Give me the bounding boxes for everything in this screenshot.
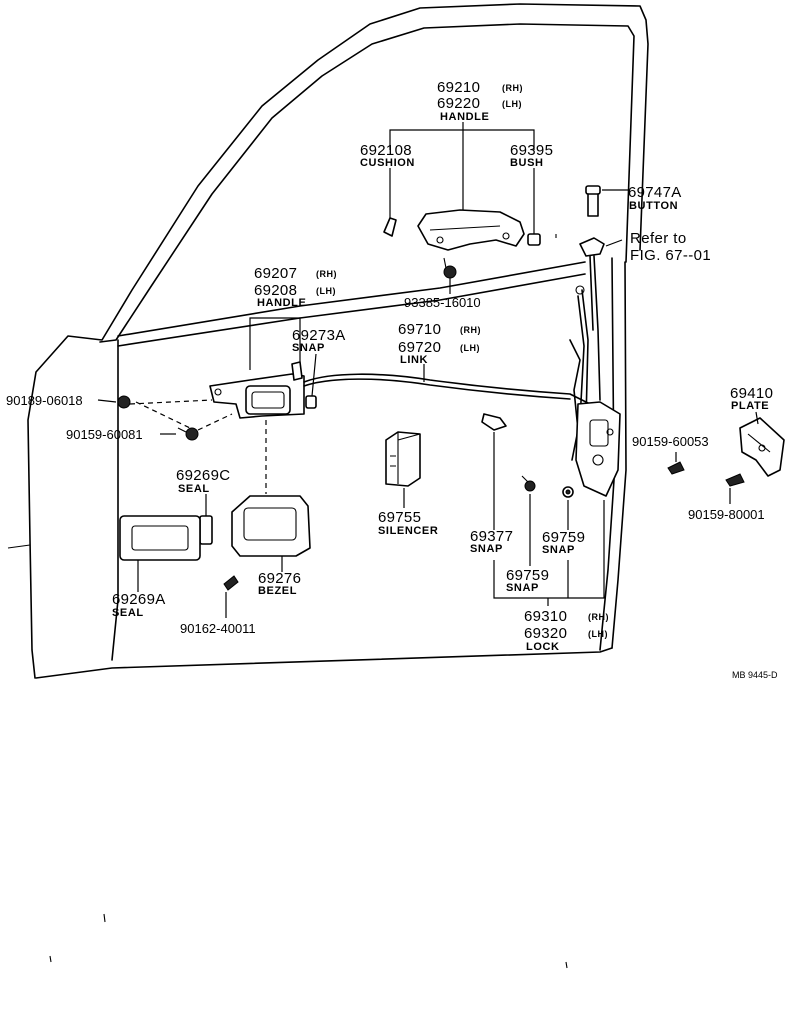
snap-69273a-leader	[311, 353, 317, 397]
outer-handle-bracket	[389, 129, 535, 150]
screw-path	[135, 401, 191, 429]
screw-90162-part	[223, 575, 239, 618]
label-snap-69377-name: SNAP	[470, 543, 503, 555]
label-inner-handle-name: HANDLE	[257, 297, 306, 309]
label-button-name: BUTTON	[629, 200, 678, 212]
label-69207-side: (RH)	[316, 269, 337, 279]
label-69220-side: (LH)	[502, 99, 522, 109]
snap-69273a-part	[305, 395, 317, 409]
label-snap-69759-a-name: SNAP	[506, 582, 539, 594]
striker-plate-part	[739, 411, 785, 477]
label-90159-80001: 90159-80001	[688, 507, 765, 522]
label-69710-side: (RH)	[460, 325, 481, 335]
label-69320-side: (LH)	[588, 629, 608, 639]
label-90159-60053: 90159-60053	[632, 434, 709, 449]
labels: 69210 (RH) 69220 (LH) HANDLE 692108 CUSH…	[6, 79, 778, 680]
label-69210-side: (RH)	[502, 83, 523, 93]
label-plate-name: PLATE	[731, 400, 769, 412]
label-69320: 69320	[524, 625, 567, 642]
seal-69269a-part	[119, 515, 201, 592]
label-69410: 69410	[730, 385, 773, 402]
inner-handle-bracket	[249, 317, 301, 370]
scan-marks	[49, 234, 568, 969]
label-69269c: 69269C	[176, 467, 230, 484]
label-69208: 69208	[254, 282, 297, 299]
door-lock-part	[569, 255, 621, 497]
label-lock-name: LOCK	[526, 641, 560, 653]
label-silencer-name: SILENCER	[378, 525, 438, 537]
snap-69377-part	[481, 413, 507, 530]
label-snap-69273a-name: SNAP	[292, 342, 325, 354]
label-692108: 692108	[360, 142, 412, 159]
snap-69759-part-b	[562, 486, 574, 530]
label-69720: 69720	[398, 339, 441, 356]
label-69759-a: 69759	[506, 567, 549, 584]
label-figure-code: MB 9445-D	[732, 670, 778, 680]
label-69310: 69310	[524, 608, 567, 625]
seal-69269c-part	[199, 494, 213, 545]
label-69276: 69276	[258, 570, 301, 587]
label-93385-16010: 93385-16010	[404, 295, 481, 310]
label-bezel-name: BEZEL	[258, 585, 297, 597]
label-90189-06018: 90189-06018	[6, 393, 83, 408]
label-refer-line1: Refer to	[630, 230, 687, 247]
label-69269a: 69269A	[112, 591, 166, 608]
label-69710: 69710	[398, 321, 441, 338]
bush-part	[527, 233, 541, 246]
screw-90189-part	[97, 395, 213, 409]
bezel-69276-part	[231, 495, 311, 572]
inner-handle-part	[209, 361, 305, 419]
outer-handle-part	[417, 209, 525, 251]
label-69207: 69207	[254, 265, 297, 282]
label-cushion-name: CUSHION	[360, 157, 415, 169]
label-90159-60081: 90159-60081	[66, 427, 143, 442]
screw-93385-part	[443, 257, 457, 279]
label-69747a: 69747A	[628, 184, 682, 201]
nut-90159-60081-part	[160, 413, 233, 441]
lock-button-part	[579, 185, 628, 257]
label-69210: 69210	[437, 79, 480, 96]
label-refer-line2: FIG. 67--01	[630, 247, 711, 264]
label-69208-side: (LH)	[316, 286, 336, 296]
cushion-part	[383, 217, 397, 237]
door-frame	[7, 3, 649, 679]
label-bush-name: BUSH	[510, 157, 544, 169]
label-90162-40011: 90162-40011	[180, 621, 256, 636]
label-seal-a-name: SEAL	[112, 607, 144, 619]
screw-90159-80001-part	[725, 473, 745, 504]
label-69377: 69377	[470, 528, 513, 545]
label-69220: 69220	[437, 95, 480, 112]
snap-69759-part-a	[521, 475, 536, 566]
label-outer-handle-name: HANDLE	[440, 111, 489, 123]
label-69273a: 69273A	[292, 327, 346, 344]
label-69759-b: 69759	[542, 529, 585, 546]
label-snap-69759-b-name: SNAP	[542, 544, 575, 556]
screw-90159-60053-part	[667, 452, 685, 475]
label-link-name: LINK	[400, 354, 428, 366]
label-69720-side: (LH)	[460, 343, 480, 353]
label-seal-c-name: SEAL	[178, 483, 210, 495]
label-69395: 69395	[510, 142, 553, 159]
label-69310-side: (RH)	[588, 612, 609, 622]
lock-bracket	[493, 500, 605, 599]
label-69755: 69755	[378, 509, 421, 526]
link-rod-part	[303, 373, 591, 405]
silencer-part	[385, 431, 421, 508]
